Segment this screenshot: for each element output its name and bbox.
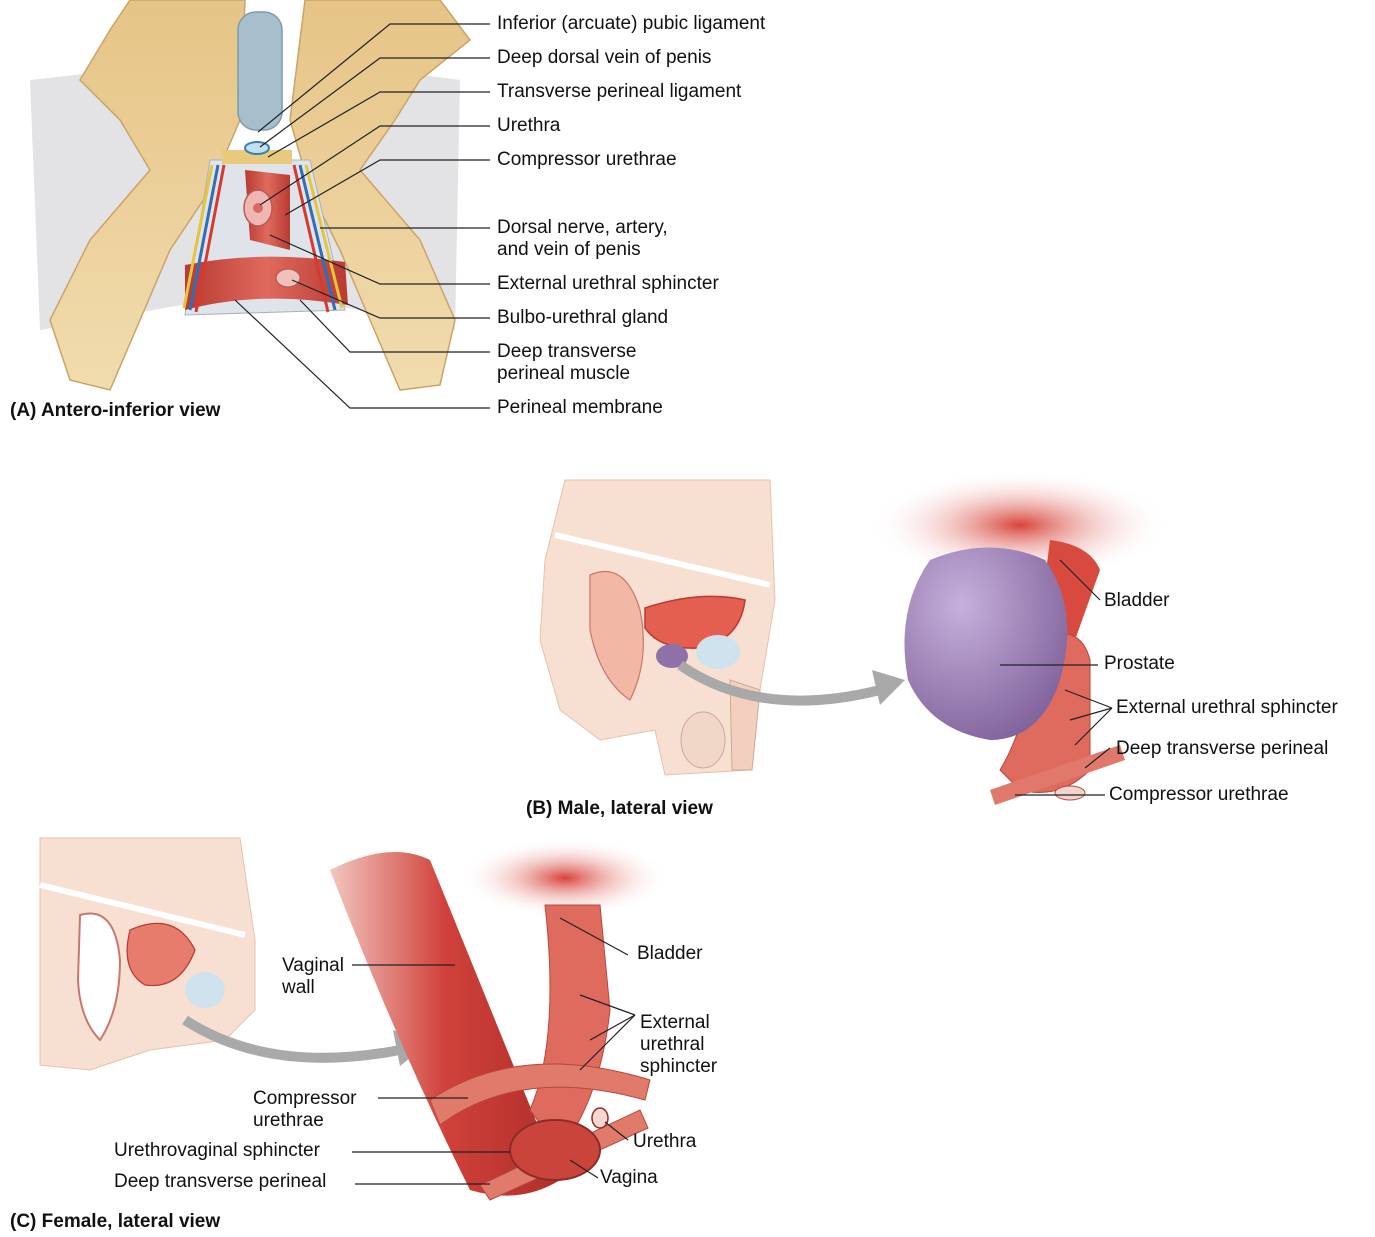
caption-panel-b: (B) Male, lateral view bbox=[526, 798, 713, 820]
label-deep-transverse-perineal-b: Deep transverse perineal bbox=[1116, 738, 1328, 760]
panel-a-illustration bbox=[30, 0, 490, 408]
prostate-shape bbox=[904, 548, 1067, 741]
label-deep-transverse-perineal-c: Deep transverse perineal bbox=[114, 1171, 326, 1193]
caption-panel-c: (C) Female, lateral view bbox=[10, 1211, 220, 1233]
label-bladder-c: Bladder bbox=[637, 943, 703, 965]
label-bladder-b: Bladder bbox=[1104, 590, 1170, 612]
label-prostate: Prostate bbox=[1104, 653, 1175, 675]
compressor-urethrae-male-shape bbox=[1055, 786, 1085, 800]
label-urethrovaginal-sphincter: Urethrovaginal sphincter bbox=[114, 1140, 320, 1162]
bulbo-urethral-gland-shape bbox=[276, 269, 300, 287]
female-bladder-small bbox=[185, 972, 225, 1008]
label-compressor-urethrae-c: Compressor urethrae bbox=[253, 1088, 356, 1132]
label-dorsal-nerve: Dorsal nerve, artery, and vein of penis bbox=[497, 217, 668, 261]
label-compressor-urethrae-b: Compressor urethrae bbox=[1109, 784, 1289, 806]
deep-dorsal-vein bbox=[245, 142, 269, 154]
label-external-urethral-sphincter-a: External urethral sphincter bbox=[497, 273, 719, 295]
label-bulbo-urethral-gland: Bulbo-urethral gland bbox=[497, 307, 668, 329]
label-compressor-urethrae-a: Compressor urethrae bbox=[497, 149, 677, 171]
label-inferior-pubic-ligament: Inferior (arcuate) pubic ligament bbox=[497, 13, 765, 35]
label-urethra-a: Urethra bbox=[497, 115, 560, 137]
pubic-symphysis bbox=[238, 12, 282, 130]
urethra-c-shape bbox=[592, 1108, 608, 1128]
label-deep-transverse-perineal-muscle: Deep transverse perineal muscle bbox=[497, 341, 636, 385]
caption-panel-a: (A) Antero-inferior view bbox=[10, 400, 220, 422]
label-external-urethral-sphincter-c: External urethral sphincter bbox=[640, 1012, 717, 1078]
male-testis-small bbox=[681, 712, 725, 768]
label-urethra-c: Urethra bbox=[633, 1131, 696, 1153]
label-deep-dorsal-vein: Deep dorsal vein of penis bbox=[497, 47, 711, 69]
panel-b-illustration bbox=[540, 470, 1170, 805]
male-pubis-small bbox=[696, 635, 740, 669]
label-vagina: Vagina bbox=[600, 1167, 658, 1189]
label-external-urethral-sphincter-b: External urethral sphincter bbox=[1116, 697, 1338, 719]
label-transverse-perineal-ligament: Transverse perineal ligament bbox=[497, 81, 741, 103]
label-vaginal-wall: Vaginal wall bbox=[282, 955, 344, 999]
label-perineal-membrane: Perineal membrane bbox=[497, 397, 663, 419]
